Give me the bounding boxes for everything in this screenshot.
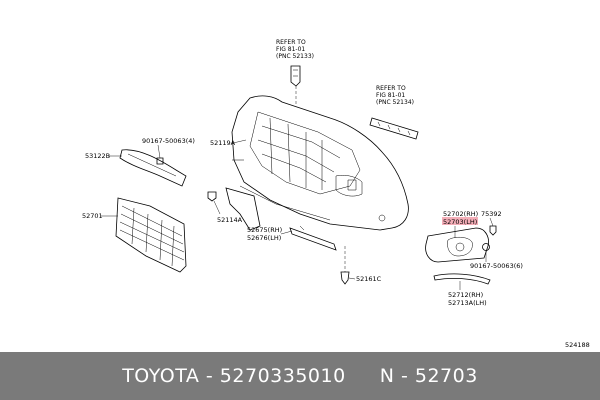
label-53122b: 53122B (85, 152, 110, 160)
label-52712: 52712(RH) (448, 291, 483, 299)
bracket-52134 (369, 117, 419, 140)
leader-52119a (232, 139, 247, 144)
label-52114a: 52114A (217, 216, 243, 224)
leader-52675 (280, 230, 293, 235)
ref-line-1: REFER TO (376, 85, 406, 92)
fog-cover-52703 (425, 227, 489, 263)
highlight-52703 (442, 217, 478, 225)
ref-line-3: (PNC 52133) (276, 53, 314, 60)
label-52713a: 52713A(LH) (448, 299, 487, 307)
label-52119a: 52119A (210, 139, 236, 147)
grille-52701 (115, 197, 187, 273)
label-52675: 52675(RH) (247, 226, 282, 234)
screw-75392 (489, 225, 497, 236)
ref-label-52134: REFER TO FIG 81-01 (PNC 52134) (376, 85, 414, 106)
ref-line-2: FIG 81-01 (376, 92, 405, 99)
label-90167-bottom: 90167-50063(6) (470, 262, 523, 270)
strip-52675 (289, 225, 337, 251)
brand-part-number: TOYOTA - 5270335010 (122, 365, 346, 387)
label-52161c: 52161C (356, 275, 382, 283)
figure-id: 524188 (565, 341, 590, 349)
label-52676: 52676(LH) (247, 234, 281, 242)
label-52703: 52703(LH) (443, 218, 477, 226)
ref-label-52133: REFER TO FIG 81-01 (PNC 52133) (276, 39, 314, 60)
ref-line-1: REFER TO (276, 39, 306, 46)
bumper-cover (231, 95, 409, 231)
garnish-53122b (119, 149, 187, 187)
leader-52114a (213, 200, 221, 215)
leader-52161c (348, 277, 356, 280)
part-footer: TOYOTA - 5270335010 N - 52703 (0, 352, 600, 400)
clip-52133 (290, 65, 301, 104)
label-52701: 52701 (82, 212, 103, 220)
pnc-number: N - 52703 (379, 365, 478, 387)
label-90167-top: 90167-50063(4) (142, 137, 195, 145)
bracket-52114a (207, 187, 261, 231)
clip-52161c (340, 246, 350, 285)
parts-diagram: REFER TO FIG 81-01 (PNC 52133) REFER TO … (82, 39, 590, 349)
molding-52712 (433, 273, 491, 285)
label-75392: 75392 (481, 210, 502, 218)
ref-line-2: FIG 81-01 (276, 46, 305, 53)
ref-line-3: (PNC 52134) (376, 99, 414, 106)
label-52702: 52702(RH) (443, 210, 478, 218)
leader-75392 (489, 217, 494, 227)
leader-90167-top (157, 144, 161, 159)
nut-90167-bottom (482, 243, 490, 251)
